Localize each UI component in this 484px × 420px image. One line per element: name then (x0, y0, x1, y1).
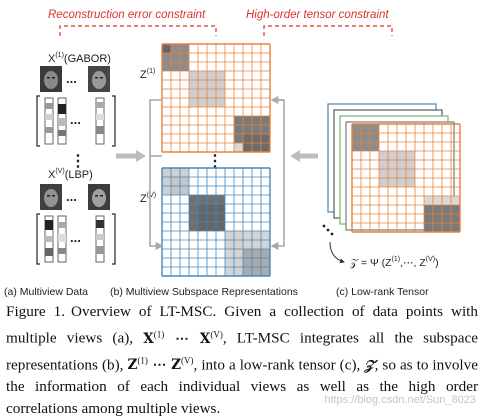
view1-x-label: X(1)(GABOR) (48, 52, 111, 65)
overview-figure: Reconstruction error constraint High-ord… (4, 9, 461, 298)
z1-block (162, 44, 171, 53)
svg-text:...: ... (70, 112, 81, 127)
svg-text:...: ... (70, 230, 81, 245)
tensor-constraint-label: High-order tensor constraint (246, 9, 389, 21)
caption-x-symbol: X(1) ⋯ X(V) (143, 329, 223, 347)
tensor-slices-ellipsis (322, 224, 334, 236)
viewV-x-label: X(V)(LBP) (48, 168, 93, 181)
caption-text-3: , into a low-rank tensor (c), (193, 356, 365, 373)
watermark: https://blog.csdn.net/Sun_8023 (324, 394, 476, 406)
formula-pointer-arrow (329, 241, 345, 264)
tensor-to-subspace-arrow (290, 150, 318, 162)
faces-ellipsis-1: ... (66, 71, 77, 86)
zV-block (198, 204, 225, 231)
caption-text-2: , LT-MSC integrates all the subspace rep… (6, 329, 478, 374)
caption-text-1: Overview of LT-MSC. Given a collection o… (6, 303, 478, 347)
zV-block (243, 249, 270, 276)
tensor-bracket (263, 25, 393, 36)
tensor-block (352, 124, 379, 151)
z1-label: Z(1) (140, 68, 155, 81)
sublabel-a: (a) Multiview Data (4, 286, 88, 298)
caption-text-4: , so as to involve the information of ea… (6, 356, 478, 417)
views-vdots: ⋮ (70, 153, 86, 170)
data-to-subspace-arrow (116, 150, 146, 162)
sublabel-b: (b) Multiview Subspace Representations (110, 286, 298, 298)
subspace-vdots: ⋮ (207, 153, 223, 170)
face-image-Va (40, 184, 62, 210)
low-rank-tensor (327, 103, 461, 233)
feature-matrix-1: ... (36, 95, 116, 147)
figure-number: Figure 1. (6, 303, 66, 320)
tensor-loop (270, 96, 285, 250)
face-image-1b (88, 66, 110, 92)
face-image-1a (40, 66, 62, 92)
sublabel-c: (c) Low-rank Tensor (336, 286, 429, 298)
faces-ellipsis-V: ... (66, 189, 77, 204)
tensor-formula: 𝒵 = Ψ (Z(1),⋯, Z(V)) (350, 256, 439, 269)
tensor-front-slice (351, 123, 461, 233)
feature-matrix-V: ... (36, 213, 116, 265)
reconstruction-label: Reconstruction error constraint (48, 9, 206, 21)
reconstruction-loop (149, 99, 164, 250)
subspace-matrix-z1 (161, 43, 271, 153)
subspace-matrix-zV (161, 167, 271, 277)
reconstruction-bracket (59, 25, 217, 36)
figure-caption: Figure 1.Overview of LT-MSC. Given a col… (6, 301, 478, 420)
caption-tensor-symbol: 𝒵 (364, 357, 375, 373)
face-image-Vb (88, 184, 110, 210)
caption-z-symbol: Z(1) ⋯ Z(V) (127, 355, 194, 374)
zV-label: Z(V) (140, 192, 156, 205)
